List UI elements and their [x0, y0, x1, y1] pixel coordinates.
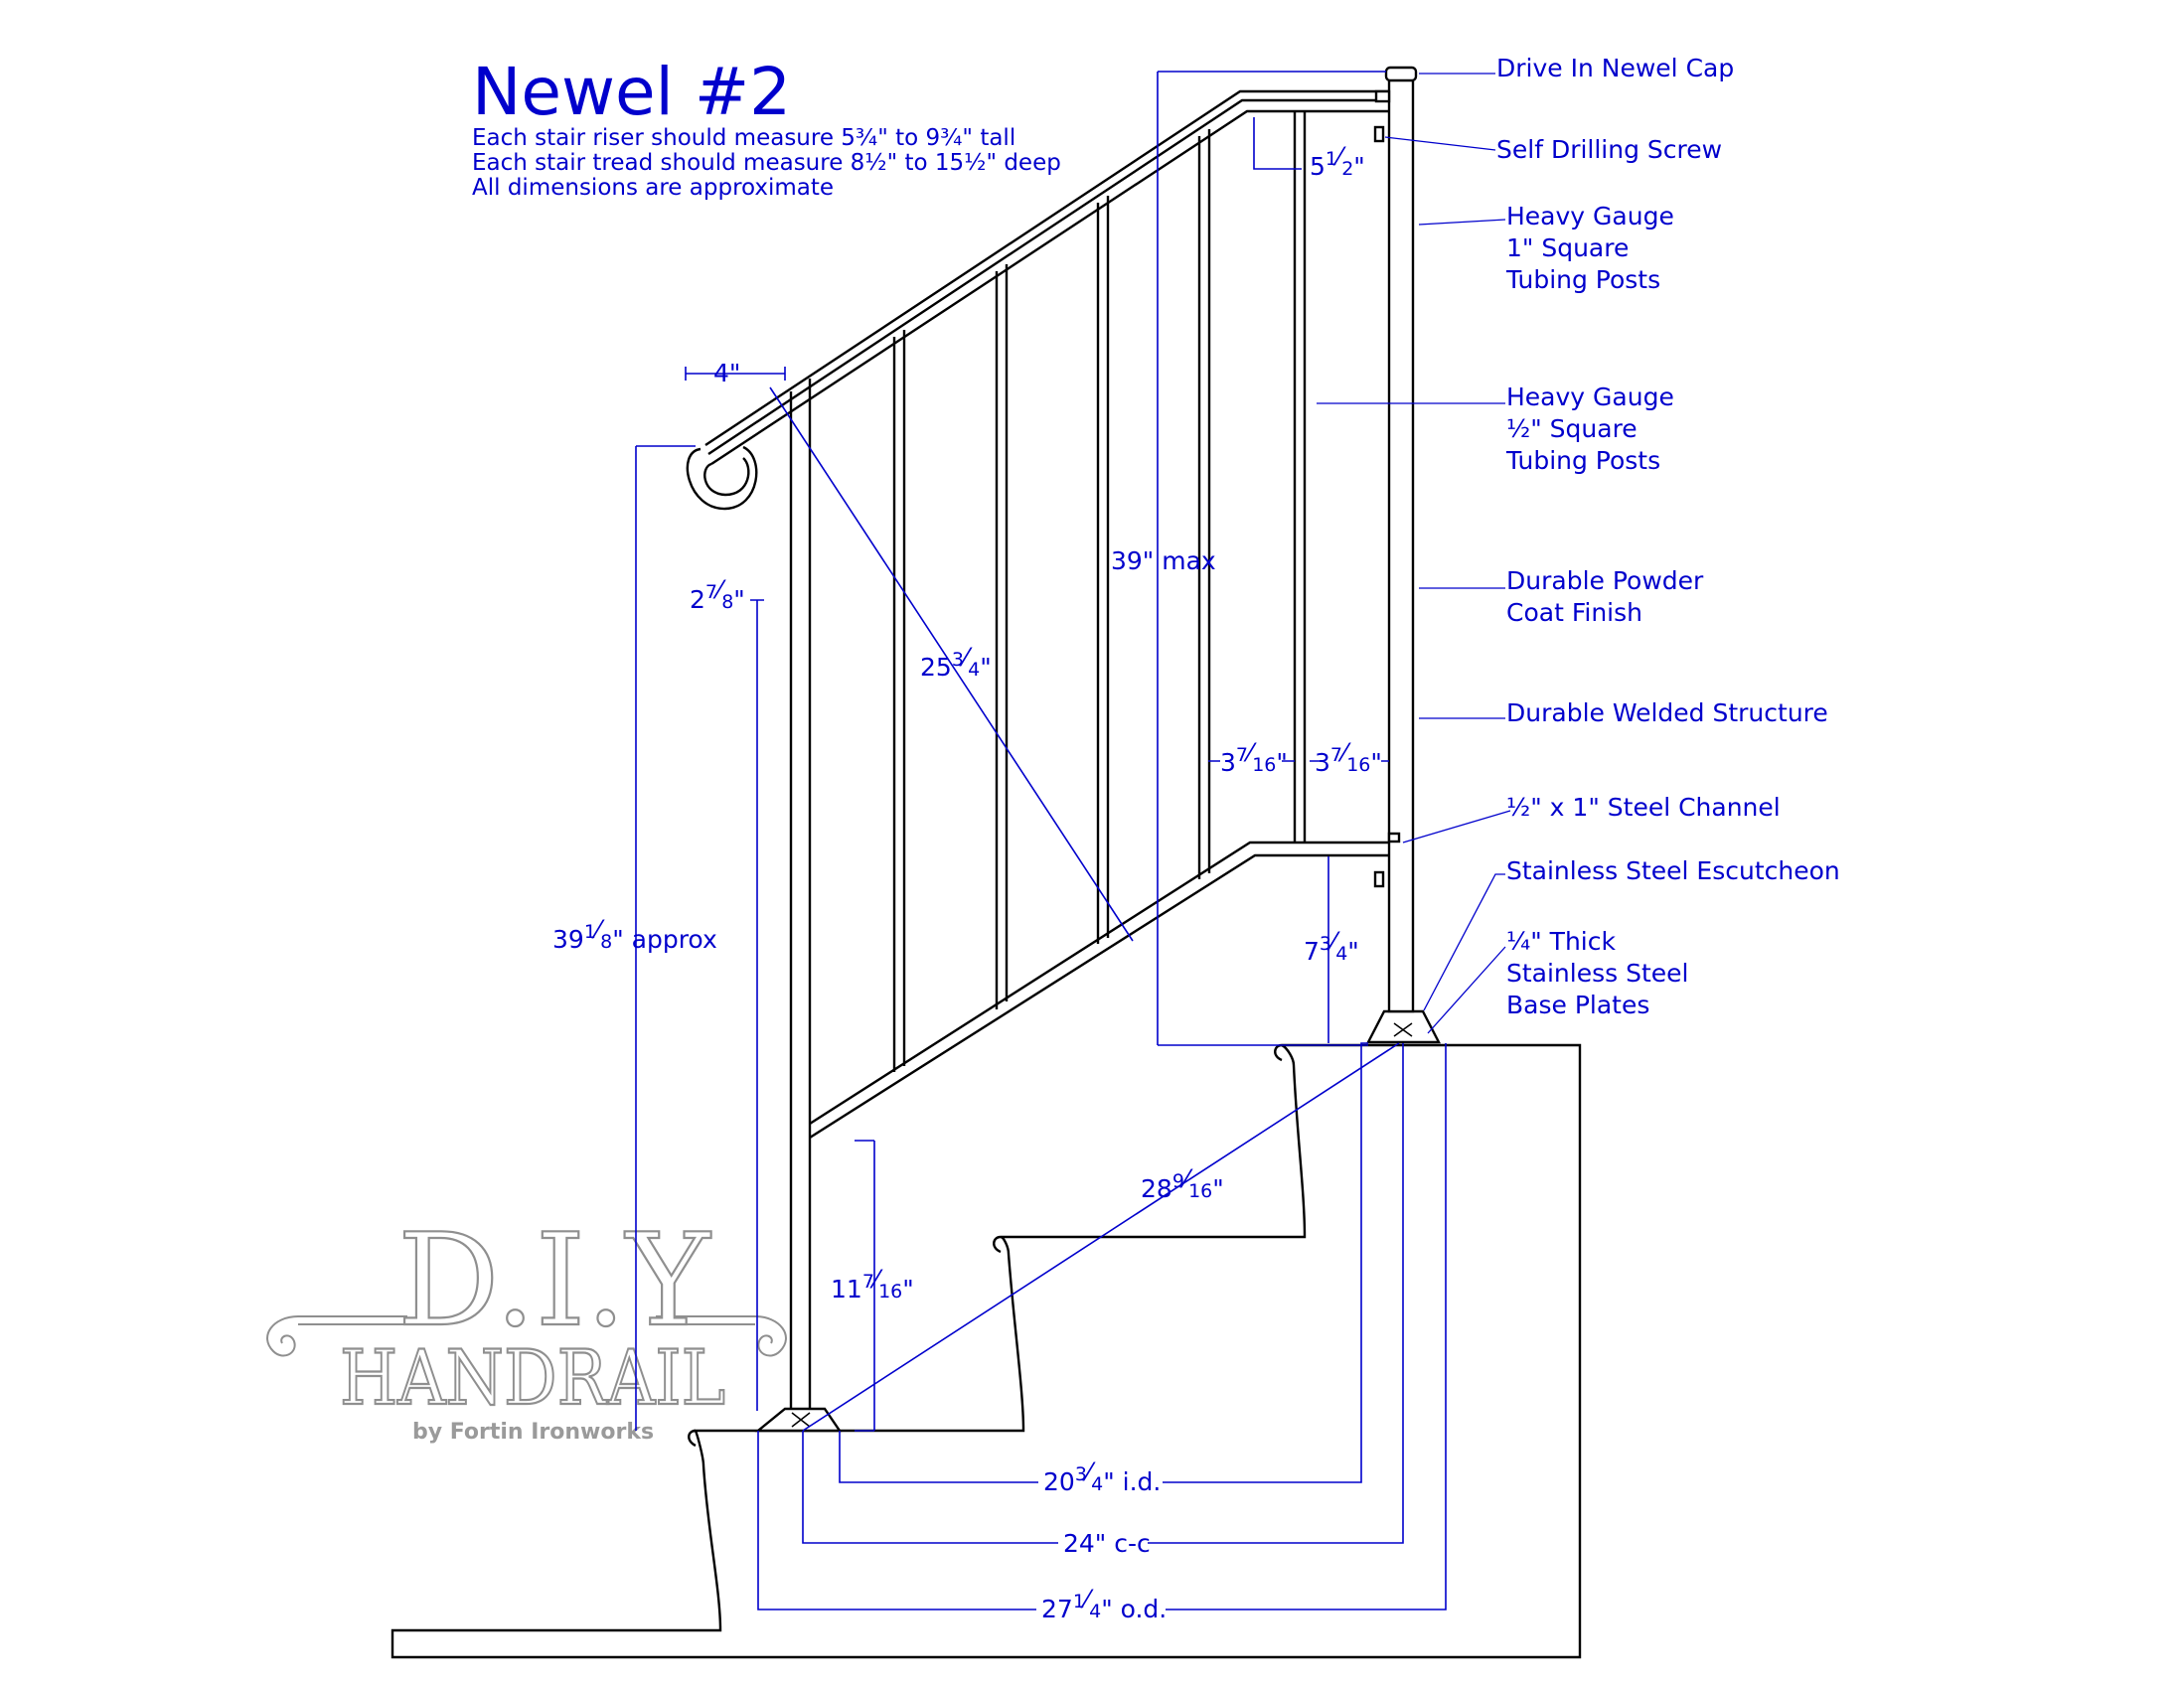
diy-handrail-watermark-logo: D.I.Y HANDRAIL by Fortin Ironworks — [266, 1206, 787, 1445]
dim-diagonal-rail: 253⁄4" — [920, 643, 992, 682]
newel-post — [1387, 77, 1415, 1013]
callout-base-plates-line1: ¼" Thick — [1506, 927, 1616, 956]
callout-base-plates-line2: Stainless Steel — [1506, 959, 1688, 988]
callout-self-drilling-screw: Self Drilling Screw — [1496, 135, 1722, 164]
callout-heavy-gauge-1-line2: 1" Square — [1506, 233, 1629, 262]
callout-steel-channel: ½" x 1" Steel Channel — [1506, 793, 1781, 822]
watermark-diy: D.I.Y — [397, 1207, 711, 1355]
diagram-title: Newel #2 — [472, 54, 791, 130]
newel-cap — [1384, 66, 1418, 82]
dim-height-approx: 391⁄8" approx — [552, 915, 717, 954]
dim-outer-width: 271⁄4" o.d. — [1041, 1585, 1167, 1623]
railing-structure — [686, 66, 1441, 1433]
dim-low-clearance: 117⁄16" — [831, 1265, 914, 1304]
callout-heavy-gauge-half-line3: Tubing Posts — [1505, 446, 1660, 475]
callout-heavy-gauge-1-line1: Heavy Gauge — [1506, 202, 1674, 230]
dim-height-max: 39" max — [1111, 546, 1216, 575]
handrail-scroll — [686, 445, 758, 511]
left-base-plate — [754, 1407, 843, 1433]
dim-scroll-width: 4" — [713, 359, 740, 387]
dim-top-offset: 51⁄2" — [1310, 142, 1365, 181]
note-riser: Each stair riser should measure 5¾" to 9… — [472, 125, 1015, 151]
callout-base-plates-line3: Base Plates — [1506, 991, 1649, 1019]
callout-leaders — [1317, 73, 1511, 1034]
callout-heavy-gauge-half-line2: ½" Square — [1506, 414, 1638, 443]
dim-inner-width: 203⁄4" i.d. — [1043, 1457, 1161, 1496]
dim-bottom-clearance: 73⁄4" — [1304, 927, 1359, 966]
callout-heavy-gauge-1-line3: Tubing Posts — [1505, 265, 1660, 294]
callout-powder-coat-line2: Coat Finish — [1506, 598, 1642, 627]
dimension-lines — [635, 71, 1447, 1610]
dim-center-width: 24" c-c — [1063, 1529, 1151, 1558]
dim-gap-right: 37⁄16" — [1315, 738, 1382, 777]
note-approximate: All dimensions are approximate — [472, 175, 834, 201]
pickets — [892, 111, 1307, 1072]
right-base-plate — [1366, 1009, 1441, 1044]
callout-newel-cap: Drive In Newel Cap — [1496, 54, 1734, 82]
watermark-byline: by Fortin Ironworks — [412, 1420, 654, 1445]
note-tread: Each stair tread should measure 8½" to 1… — [472, 150, 1061, 176]
callout-escutcheon: Stainless Steel Escutcheon — [1506, 856, 1840, 885]
callout-welded-structure: Durable Welded Structure — [1506, 698, 1828, 727]
callout-powder-coat-line1: Durable Powder — [1506, 566, 1704, 595]
callout-heavy-gauge-half-line1: Heavy Gauge — [1506, 383, 1674, 411]
dim-diagonal-base: 289⁄16" — [1141, 1164, 1224, 1203]
watermark-handrail: HANDRAIL — [340, 1333, 725, 1422]
dim-scroll-drop: 27⁄8" — [690, 575, 745, 614]
dim-gap-left: 37⁄16" — [1220, 738, 1288, 777]
